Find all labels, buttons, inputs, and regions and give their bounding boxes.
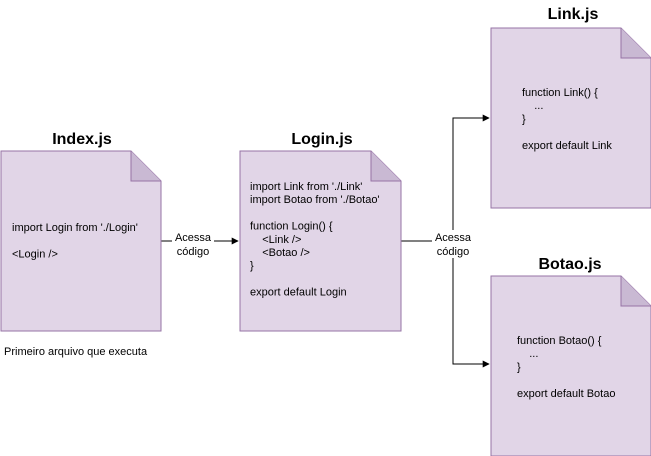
code-line: import Login from './Login'	[12, 222, 138, 234]
edge-index-to-login: Acessa código	[161, 230, 239, 258]
edge-login-to-children: Acessa código	[401, 114, 490, 368]
code-line: <Link />	[250, 234, 301, 246]
edge-label-line-2: código	[177, 246, 209, 258]
code-line: import Link from './Link'	[250, 181, 362, 193]
doc-title: Botao.js	[538, 256, 601, 273]
code-line: }	[250, 260, 254, 272]
code-line: function Login() {	[250, 221, 333, 233]
doc-index: Index.js import Login from './Login' <Log…	[0, 131, 162, 332]
code-line: }	[522, 113, 526, 125]
code-line: export default Login	[250, 287, 347, 299]
code-line: <Botao />	[250, 247, 310, 259]
code-line: ...	[517, 348, 538, 360]
first-file-note: Primeiro arquivo que executa	[4, 346, 148, 358]
doc-shape	[239, 150, 402, 332]
doc-title: Login.js	[291, 131, 352, 148]
edge-label-line-1: Acessa	[175, 232, 212, 244]
doc-shape	[490, 27, 651, 209]
edge-label-line-1: Acessa	[435, 232, 472, 244]
doc-shape	[490, 275, 651, 456]
doc-botao: Botao.js function Botao() { ...} export d…	[490, 256, 651, 456]
doc-shape	[0, 150, 162, 332]
code-line: <Login />	[12, 248, 58, 260]
code-line: }	[517, 361, 521, 373]
code-line: function Link() {	[522, 87, 598, 99]
code-line: export default Botao	[517, 388, 615, 400]
code-line: export default Link	[522, 140, 612, 152]
doc-link: Link.js function Link() { ...} export def…	[490, 6, 651, 209]
code-line: function Botao() {	[517, 335, 602, 347]
code-line: import Botao from './Botao'	[250, 194, 380, 206]
code-line: ...	[522, 100, 543, 112]
edge-label-line-2: código	[437, 246, 469, 258]
doc-title: Link.js	[548, 6, 599, 23]
doc-title: Index.js	[52, 131, 112, 148]
doc-login: Login.js import Link from './Link'import…	[239, 131, 402, 332]
